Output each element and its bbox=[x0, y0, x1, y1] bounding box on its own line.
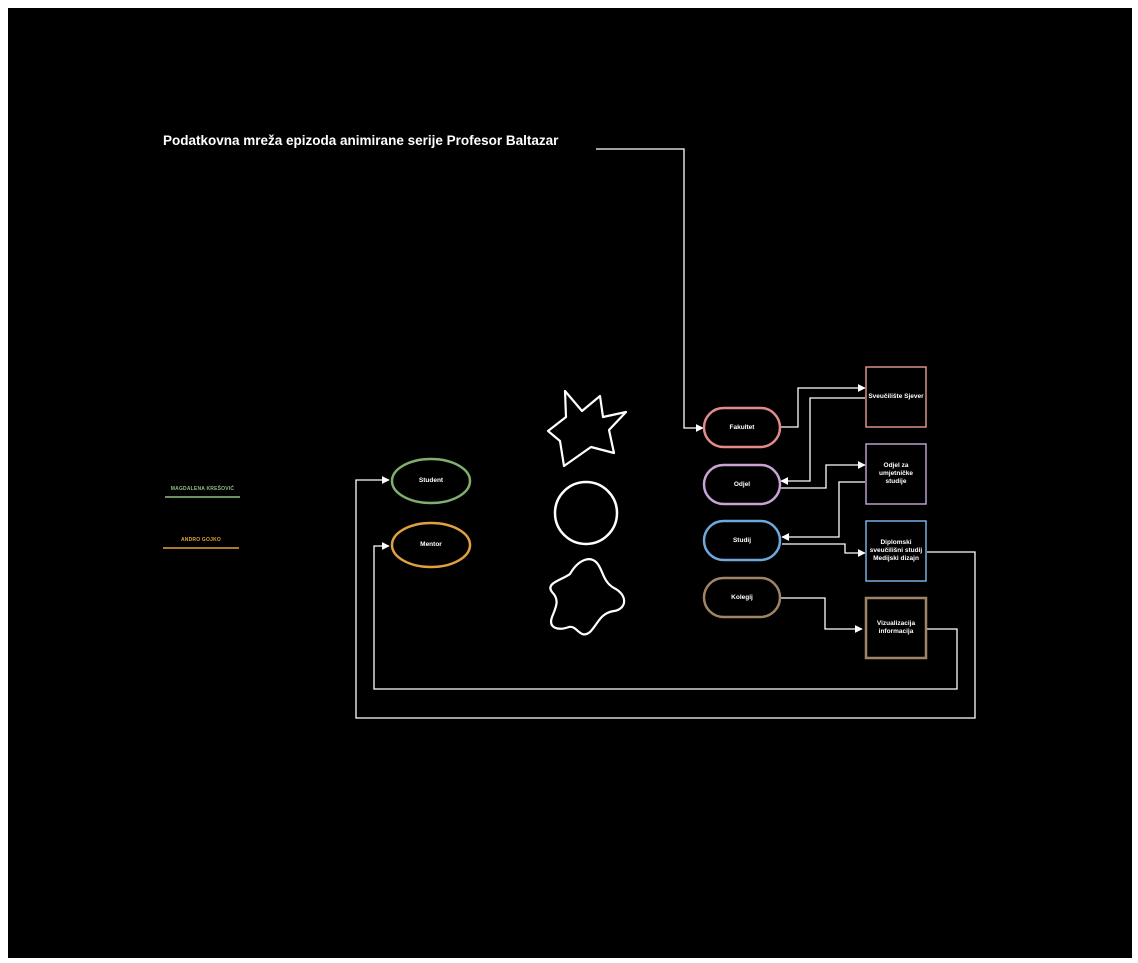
connector-fakultet-sveuciliste bbox=[780, 388, 865, 427]
circle-icon bbox=[555, 482, 617, 544]
fakultet-label: Fakultet bbox=[704, 408, 780, 447]
sveuciliste-label: Sveučilište Sjever bbox=[868, 369, 924, 425]
diagram-title: Podatkovna mreža epizoda animirane serij… bbox=[163, 133, 558, 148]
blob-icon bbox=[550, 559, 624, 634]
vizualizacija-label: Vizualizacija informacija bbox=[868, 600, 924, 656]
student-label: Student bbox=[392, 459, 470, 503]
connector-studij-diplomski bbox=[782, 544, 865, 553]
kolegij-label: Kolegij bbox=[704, 578, 780, 617]
odjel-label: Odjel bbox=[704, 465, 780, 504]
connector-sveuciliste-odjel bbox=[781, 398, 865, 481]
author-name-1: MAGDALENA KREŠOVIĆ bbox=[165, 486, 240, 492]
connector-odjel-odjelza bbox=[781, 465, 865, 488]
diplomski-label: Diplomski sveučilišni studij Medijski di… bbox=[868, 523, 924, 579]
connector-title-fakultet bbox=[596, 149, 703, 428]
connector-kolegij-vizualizacija bbox=[780, 598, 862, 629]
star-icon bbox=[548, 391, 626, 466]
studij-label: Studij bbox=[704, 521, 780, 560]
connector-odjelza-studij bbox=[782, 482, 865, 537]
author-name-2: ANDRO GOJKO bbox=[163, 537, 239, 543]
odjel-za-label: Odjel za umjetničke studije bbox=[868, 446, 924, 502]
mentor-label: Mentor bbox=[392, 523, 470, 567]
